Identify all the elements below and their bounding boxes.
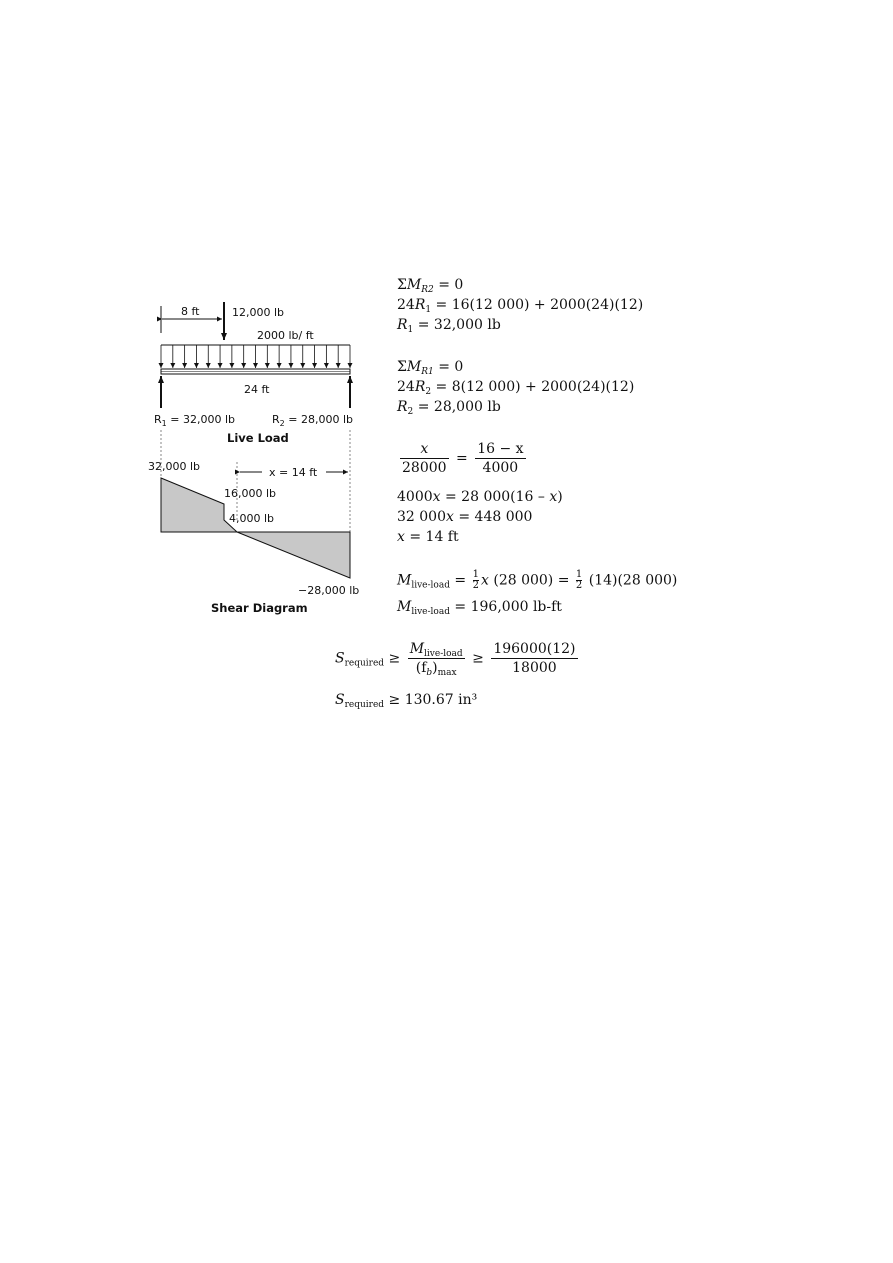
eq-24r2: 24R2 = 8(12 000) + 2000(24)(12) <box>397 379 635 397</box>
shear-diagram-caption: Shear Diagram <box>211 601 308 615</box>
shear-4000-label: 4,000 lb <box>229 512 274 525</box>
eq-sum-moments-r1: ΣMR1 = 0 <box>397 359 464 377</box>
eq-sum-moments-r2: ΣMR2 = 0 <box>397 277 464 295</box>
eq-s-required: Srequired ≥ Mlive-load(fb)max ≥ 196000(1… <box>335 641 578 678</box>
eq-s-required-result: Srequired ≥ 130.67 in³ <box>335 692 478 710</box>
shear-positive-region <box>160 477 239 533</box>
eq-m-live-load-result: Mlive-load = 196,000 lb-ft <box>397 599 562 617</box>
dim-8ft-label: 8 ft <box>181 305 200 318</box>
eq-r1-result: R1 = 32,000 lb <box>397 317 501 335</box>
distributed-load-label: 2000 lb/ ft <box>257 329 314 342</box>
shear-16000-label: 16,000 lb <box>224 487 276 500</box>
shear-negative-region <box>236 531 351 579</box>
x-dim-label: x = 14 ft <box>269 466 318 479</box>
eq-4000x: 4000x = 28 000(16 – x) <box>397 489 563 505</box>
eq-r2-result: R2 = 28,000 lb <box>397 399 501 417</box>
eq-32000x: 32 000x = 448 000 <box>397 509 533 525</box>
r1-label: R1 = 32,000 lb <box>154 413 235 428</box>
shear-32000-label: 32,000 lb <box>148 460 200 473</box>
point-load-label: 12,000 lb <box>232 306 284 319</box>
span-label: 24 ft <box>244 383 270 396</box>
distributed-load-arrows <box>158 345 353 368</box>
r2-label: R2 = 28,000 lb <box>272 413 353 428</box>
live-load-caption: Live Load <box>227 431 289 445</box>
shear-neg28000-label: −28,000 lb <box>298 584 359 597</box>
eq-x-result: x = 14 ft <box>397 529 459 545</box>
eq-24r1: 24R1 = 16(12 000) + 2000(24)(12) <box>397 297 644 315</box>
